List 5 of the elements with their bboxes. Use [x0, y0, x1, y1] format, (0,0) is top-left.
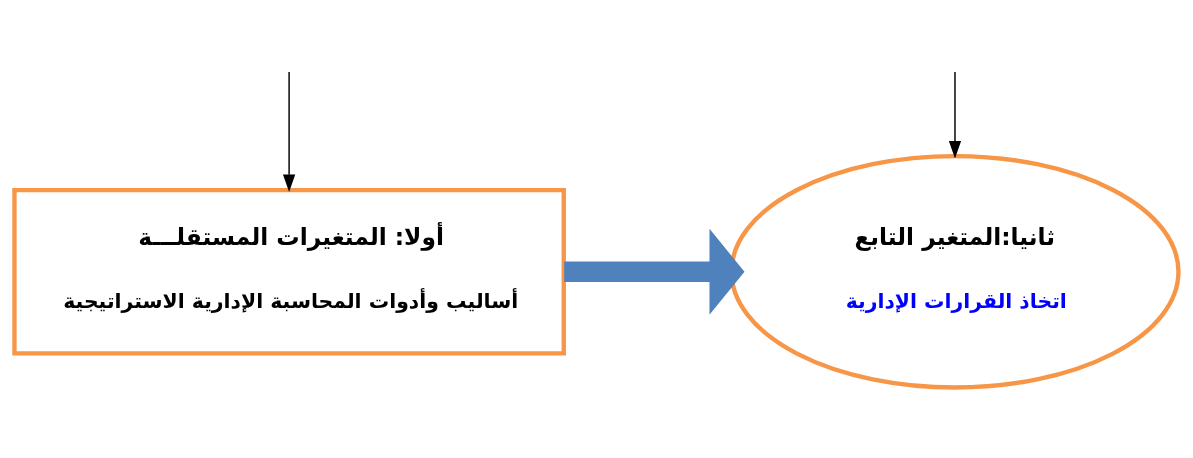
node-ellipse: ثانيا:المتغير التابع اتخاذ القرارات الإدارية: [729, 153, 1181, 390]
arrow: [564, 228, 745, 315]
node-box: أولا: المتغيرات المستقلـــة أساليب وأدوات المحاسبة الإدارية الاستراتيجية: [12, 188, 566, 356]
arrow: [282, 71, 296, 193]
arrow: [948, 71, 962, 159]
